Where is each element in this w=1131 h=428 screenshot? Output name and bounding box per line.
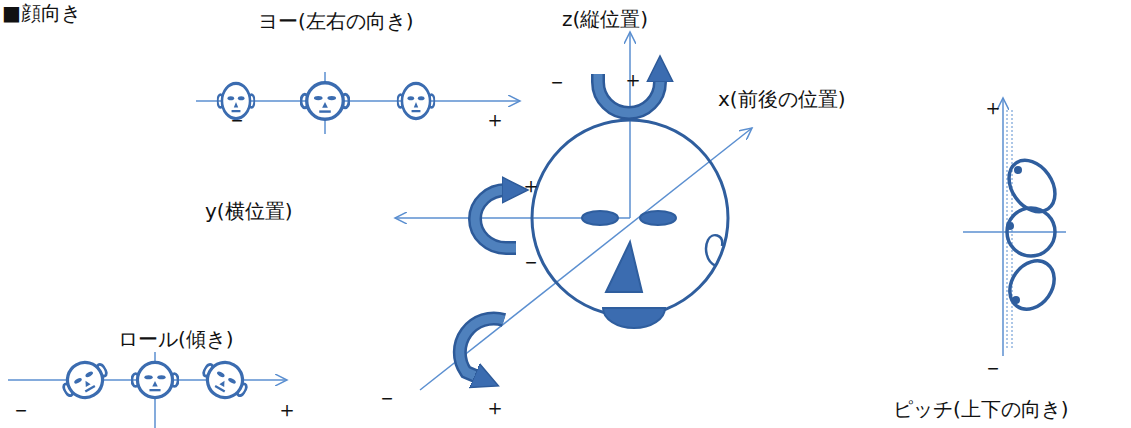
axis-label: z(縦位置)	[562, 8, 648, 30]
head-face	[532, 120, 728, 328]
sign-mark: －	[10, 398, 32, 422]
axis-label: ピッチ(上下の向き)	[893, 398, 1069, 420]
sign-mark: ＋	[484, 396, 506, 420]
rotation-arrows	[460, 74, 660, 378]
axis-label: ヨー(左右の向き)	[258, 10, 414, 32]
sign-mark: ＋	[982, 96, 1004, 120]
sign-mark: －	[376, 386, 398, 410]
sign-mark: －	[546, 70, 568, 94]
sign-mark: ＋	[622, 68, 644, 92]
diagram-title: ■顔向き	[2, 2, 81, 24]
axis-label: x(前後の位置)	[718, 88, 845, 110]
sign-mark: ＋	[484, 108, 506, 132]
position-axes	[395, 32, 752, 390]
roll-axis	[8, 352, 287, 428]
sign-mark: －	[226, 108, 248, 132]
sign-mark: －	[982, 356, 1004, 380]
axis-label: y(横位置)	[205, 200, 292, 222]
sign-mark: －	[520, 250, 542, 274]
yaw-axis	[196, 72, 520, 134]
sign-mark: ＋	[520, 174, 542, 198]
pitch-axis	[963, 98, 1066, 356]
sign-mark: ＋	[276, 398, 298, 422]
axis-label: ロール(傾き)	[118, 328, 234, 350]
